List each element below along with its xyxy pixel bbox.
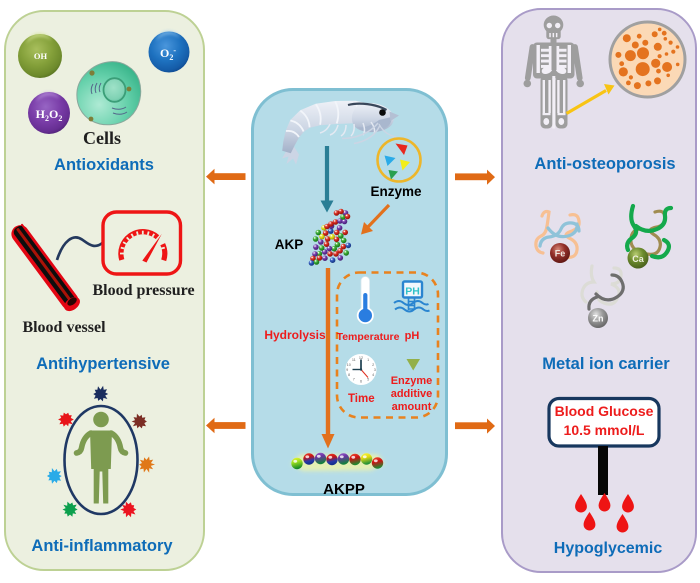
svg-text:3: 3 [374, 368, 376, 372]
svg-text:2: 2 [372, 363, 374, 367]
svg-text:Ca: Ca [632, 254, 644, 264]
svg-text:7: 7 [353, 378, 355, 382]
svg-text:9: 9 [346, 368, 348, 372]
svg-text:12: 12 [359, 356, 363, 360]
svg-text:Fe: Fe [555, 249, 566, 259]
svg-text:4: 4 [372, 373, 374, 377]
svg-text:OH: OH [34, 51, 48, 61]
svg-text:Zn: Zn [593, 314, 604, 324]
svg-text:6: 6 [360, 379, 362, 383]
svg-text:PH: PH [405, 286, 420, 298]
svg-text:8: 8 [348, 373, 350, 377]
svg-text:H2O2: H2O2 [36, 107, 63, 123]
svg-text:10: 10 [347, 363, 351, 367]
svg-text:11: 11 [352, 358, 356, 362]
svg-text:1: 1 [367, 358, 369, 362]
svg-text:5: 5 [367, 378, 369, 382]
